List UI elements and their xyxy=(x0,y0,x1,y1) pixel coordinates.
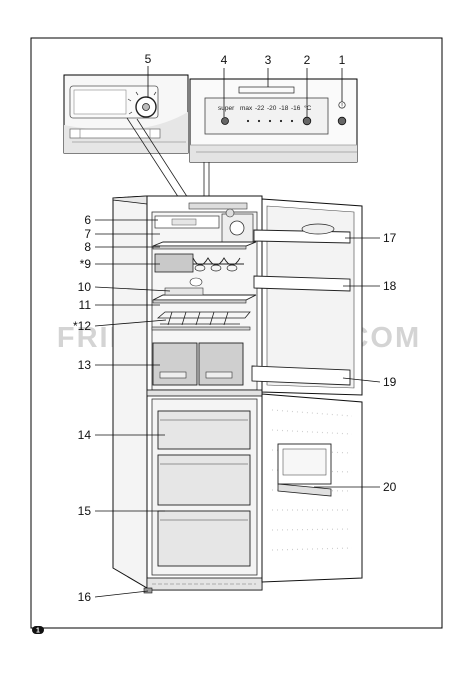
glass-shelf-upper xyxy=(152,241,257,247)
cabinet-plinth xyxy=(146,577,263,591)
callout-16: 16 xyxy=(78,590,92,604)
unit-label: °C xyxy=(304,104,312,112)
freezer-door xyxy=(261,393,363,583)
temp-label-2: -20 xyxy=(267,105,277,112)
page-number-badge: 1 xyxy=(32,626,44,635)
rack-ring-2 xyxy=(210,264,222,272)
temp-label-3: -18 xyxy=(279,105,289,112)
callout-12: *12 xyxy=(73,319,91,333)
top-control-strip xyxy=(188,202,248,210)
adjustable-foot xyxy=(143,587,153,594)
cabinet-side xyxy=(112,195,148,589)
control-bracket xyxy=(238,86,295,94)
inset-connector-right xyxy=(203,162,210,196)
shelf-bottle-holder xyxy=(189,277,203,287)
crisper-drawer-right xyxy=(198,342,244,386)
interior-dial-knob xyxy=(225,208,235,218)
rack-ring-1 xyxy=(194,264,206,272)
storage-box-9 xyxy=(154,253,194,273)
dial-tick-marks xyxy=(127,91,157,115)
leader-lines xyxy=(94,66,381,598)
compartment-divider xyxy=(146,389,263,397)
crisper-drawer-left xyxy=(152,342,198,386)
ice-tray-lip xyxy=(277,483,332,497)
dial-inset xyxy=(63,74,189,154)
fridge-cabinet xyxy=(112,195,263,594)
dial-panel-recess xyxy=(73,89,127,115)
freezer-drawer-1 xyxy=(157,410,251,450)
page-number-bg xyxy=(32,626,44,634)
control-inset-bottom xyxy=(190,145,357,162)
indicator-led-4 xyxy=(279,119,283,123)
callout-15: 15 xyxy=(78,504,92,518)
glass-shelf-upper-edge xyxy=(152,245,247,250)
control-inset-trim xyxy=(190,144,357,153)
rack-ring-3 xyxy=(226,264,238,272)
indicator-led-3 xyxy=(268,119,272,123)
super-label: super xyxy=(218,105,235,112)
callout-2: 2 xyxy=(304,53,311,67)
control-panel-inset: super max -22 -20 -18 -16 °C ! xyxy=(189,78,358,163)
callout-9: *9 xyxy=(80,257,92,271)
callout-1: 1 xyxy=(339,53,346,67)
callout-14: 14 xyxy=(78,428,92,442)
callout-10: 10 xyxy=(78,280,92,294)
freezer-drawer-2 xyxy=(157,454,251,506)
crisper-handle-left[interactable] xyxy=(159,371,187,379)
interior-light-window xyxy=(171,218,197,226)
callout-5: 5 xyxy=(145,52,152,66)
glass-shelf-middle-edge xyxy=(152,299,247,304)
callout-19: 19 xyxy=(383,375,397,389)
max-label: max xyxy=(240,105,253,112)
door-shelf-middle xyxy=(253,275,351,292)
ice-tray-window xyxy=(282,448,327,476)
callout-20: 20 xyxy=(383,480,397,494)
callout-7: 7 xyxy=(84,227,91,241)
control-panel-face xyxy=(204,97,329,135)
butter-compartment xyxy=(301,223,335,235)
dial-inset-strip xyxy=(69,128,161,139)
callout-6: 6 xyxy=(84,213,91,227)
freezer-drawer-3 xyxy=(157,510,251,567)
indicator-led-2 xyxy=(257,119,261,123)
callout-18: 18 xyxy=(383,279,397,293)
temp-label-4: -16 xyxy=(291,105,301,112)
interior-dial xyxy=(229,220,245,236)
indicator-led-5 xyxy=(290,119,294,123)
chiller-shelf-edge xyxy=(151,326,251,331)
fridge-door-inner xyxy=(266,205,355,389)
super-button[interactable] xyxy=(221,117,229,125)
alarm-off-button[interactable] xyxy=(337,116,347,126)
thermostat-dial-hub xyxy=(142,103,150,111)
crisper-handle-right[interactable] xyxy=(205,371,233,379)
dial-inset-strip-lines xyxy=(72,129,186,143)
glass-shelf-middle xyxy=(152,294,257,301)
door-shelf-upper xyxy=(253,229,351,244)
storage-tray-10 xyxy=(164,287,204,296)
callout-4: 4 xyxy=(221,53,228,67)
page-frame xyxy=(30,37,443,629)
callout-17: 17 xyxy=(383,231,397,245)
freezer-drawer-lips xyxy=(160,419,248,521)
temp-label-1: -22 xyxy=(255,105,265,112)
callout-8: 8 xyxy=(84,240,91,254)
fridge-door xyxy=(251,198,363,396)
chiller-rack xyxy=(156,311,251,326)
temp-setting-button[interactable] xyxy=(302,116,312,126)
door-shelf-lower xyxy=(251,365,351,386)
callout-13: 13 xyxy=(78,358,92,372)
callout-11: 11 xyxy=(79,298,92,312)
callout-3: 3 xyxy=(265,53,272,67)
page-number: 1 xyxy=(36,628,40,635)
indicator-led-1 xyxy=(246,119,250,123)
alarm-symbol: ! xyxy=(341,103,343,110)
callout-labels: 1 2 3 4 5 6 7 8 *9 10 11 *12 13 14 15 16… xyxy=(73,52,397,604)
